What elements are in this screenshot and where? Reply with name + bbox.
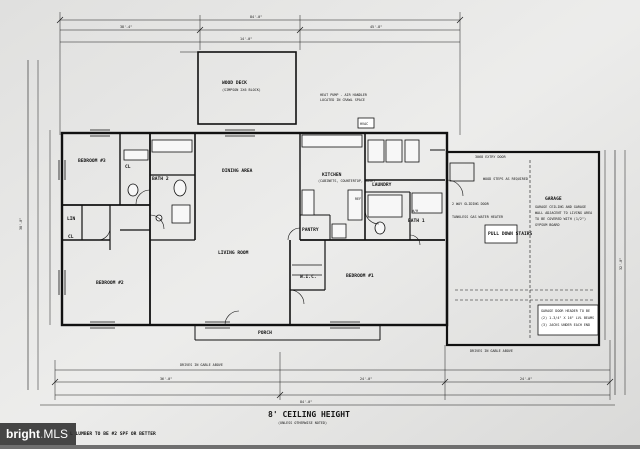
pantry-label: PANTRY [302, 227, 319, 233]
linen-label: LIN [67, 216, 76, 222]
pull-down-label: PULL DOWN STAIRS [488, 231, 532, 237]
garage-note-1: GARAGE CEILING AND GARAGE [535, 205, 586, 209]
garage-note-4: GYPSUM BOARD [535, 223, 560, 227]
dimension-lines [27, 12, 626, 406]
dim-top-left: 38'-4" [120, 25, 132, 29]
bath1-label: BATH 1 [408, 218, 425, 224]
closet-label: CL [125, 164, 131, 170]
bedroom2-label: BEDROOM #2 [96, 280, 124, 286]
glide-door-note: 2 WAY GLIDING DOOR [452, 202, 490, 206]
kitchen-label: KITCHEN [322, 172, 342, 178]
dim-deck: 14'-0" [240, 37, 252, 41]
dim-right: 32'-0" [619, 258, 623, 270]
wic-label: W.I.C. [300, 274, 317, 280]
door-note: 3068 EXTRY DOOR [475, 155, 507, 159]
watermark-suffix: MLS [43, 427, 69, 441]
dim-top-total: 84'-0" [250, 15, 262, 19]
ceiling-subtitle: (UNLESS OTHERWISE NOTED) [278, 421, 327, 425]
bedroom3-label: BEDROOM #3 [78, 158, 106, 164]
water-heater-note: TANKLESS GAS WATER HEATER [452, 215, 504, 219]
gable-note-2: DRIVES IN GABLE ABOVE [470, 349, 513, 353]
deck-sublabel: (SIMPSON 2X6 BLOCK) [222, 88, 261, 92]
lumber-note: L LUMBER TO BE #2 SPF OR BETTER [70, 431, 156, 437]
ceiling-title: 8' CEILING HEIGHT [268, 410, 350, 419]
deck-label: WOOD DECK [222, 80, 247, 86]
heat-pump-sublabel: LOCATED IN CRAWL SPACE [320, 98, 365, 102]
dining-label: DINING AREA [222, 168, 253, 174]
living-label: LIVING ROOM [218, 250, 249, 256]
dim-bottom-b: 24'-0" [360, 377, 372, 381]
laundry-label: LAUNDRY [372, 182, 392, 188]
watermark-brand: bright [6, 427, 40, 441]
heat-pump-label: HEAT PUMP - AIR HANDLER [320, 93, 368, 97]
watermark-badge: bright.MLS [0, 423, 77, 445]
garage-note-2: WALL ADJACENT TO LIVING AREA [535, 211, 592, 215]
closet2-label: CL [68, 234, 74, 240]
dim-bottom-total: 84'-0" [300, 400, 312, 404]
wh-label: W/H [412, 209, 418, 213]
door-swings [97, 179, 464, 326]
dim-bottom-a: 36'-0" [160, 377, 172, 381]
house-walls [60, 131, 601, 347]
wood-deck [180, 51, 297, 125]
gable-note: DRIVES IN GABLE ABOVE [180, 363, 223, 367]
header-note-2: (2) 1-3/4" X 16" LVL BEAMS [541, 316, 594, 320]
fixtures [123, 117, 599, 336]
bedroom1-label: BEDROOM #1 [346, 273, 374, 279]
garage-label: GARAGE [545, 196, 562, 202]
bath2-label: BATH 2 [152, 176, 169, 182]
kitchen-sublabel: (CABINETS, COUNTERTOP, BASE) [318, 179, 375, 183]
header-note-3: (3) JACKS UNDER EACH END [541, 323, 590, 327]
ref-label: REF [355, 197, 361, 201]
garage-note-3: TO BE COVERED WITH (1/2") [535, 217, 586, 221]
dim-left: 38'-0" [19, 218, 23, 230]
hvac-label: HVAC [360, 122, 368, 126]
porch-label: PORCH [258, 330, 272, 336]
dim-bottom-c: 24'-0" [520, 377, 532, 381]
wood-steps-note: WOOD STEPS AS REQUIRED [483, 177, 528, 181]
header-note-1: GARAGE DOOR HEADER TO BE [541, 309, 590, 313]
dim-top-right: 45'-8" [370, 25, 382, 29]
